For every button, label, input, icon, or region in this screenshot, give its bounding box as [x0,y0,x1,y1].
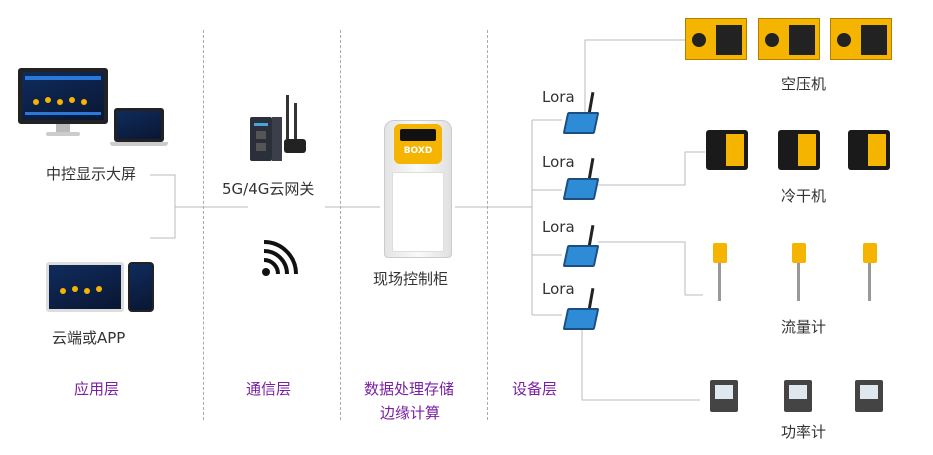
dryer-1 [706,130,748,170]
wifi-icon [258,240,298,280]
lora-module-2 [562,157,600,200]
group-label-dryer: 冷干机 [781,187,827,205]
lora-label-2: Lora [542,153,575,171]
divider-3 [487,30,488,420]
flow-meter-3 [862,243,878,305]
layer-application: 应用层 [74,380,120,398]
lora-label-3: Lora [542,218,575,236]
power-meter-2 [784,380,812,412]
air-compressor-2 [758,18,820,60]
lora-module-1 [562,91,600,134]
tablet-display [46,262,124,312]
flow-meter-1 [712,243,728,305]
flow-meter-2 [791,243,807,305]
group-label-flow-meter: 流量计 [781,318,827,336]
monitor-display [18,68,108,136]
lora-module-3 [562,224,600,267]
air-compressor-1 [685,18,747,60]
cloud-label: 云端或APP [52,329,126,347]
lora-module-4 [562,287,600,330]
dryer-2 [778,130,820,170]
power-meter-1 [710,380,738,412]
gateway-device [246,95,306,165]
cabinet-label: 现场控制柜 [373,270,449,288]
gateway-label: 5G/4G云网关 [222,180,315,198]
divider-1 [203,30,204,420]
lora-label-1: Lora [542,88,575,106]
lora-label-4: Lora [542,280,575,298]
dryer-3 [848,130,890,170]
group-label-air-compressor: 空压机 [781,75,827,93]
control-cabinet: BOXD [384,120,452,258]
layer-processing-line1: 数据处理存储 [364,380,455,398]
layer-device: 设备层 [512,380,558,398]
cabinet-brand: BOXD [403,146,433,156]
power-meter-3 [855,380,883,412]
group-label-power-meter: 功率计 [781,423,827,441]
layer-communication: 通信层 [246,380,292,398]
display-label: 中控显示大屏 [46,165,137,183]
phone-display [128,262,154,312]
air-compressor-3 [830,18,892,60]
laptop-display [110,108,168,150]
layer-processing-line2: 边缘计算 [380,404,441,422]
divider-2 [340,30,341,420]
